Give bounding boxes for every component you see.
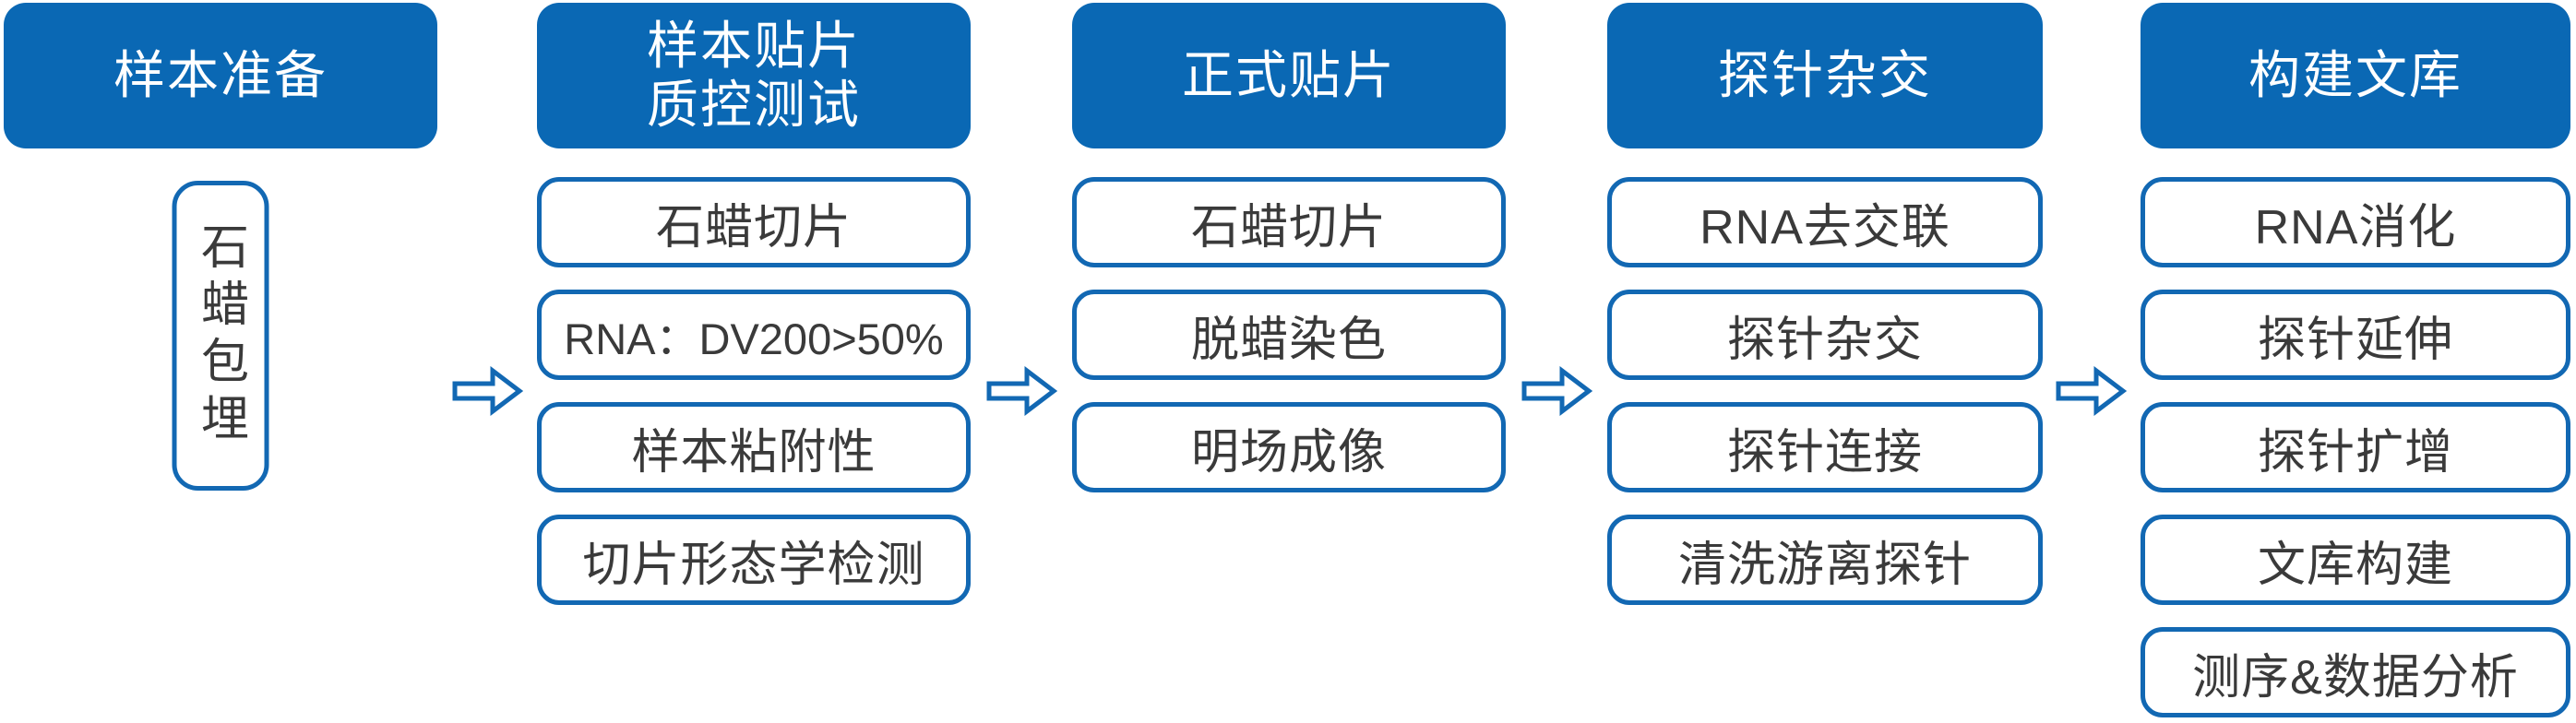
step-label: 探针延伸 (2257, 313, 2453, 367)
step-box: 切片形态学检测 (537, 515, 971, 605)
step-box: 探针扩增 (2141, 402, 2570, 492)
flow-arrow-right-icon (986, 366, 1057, 416)
step-label: 测序&数据分析 (2192, 650, 2519, 705)
step-box: 文库构建 (2141, 515, 2570, 605)
step-box: 探针连接 (1607, 402, 2043, 492)
flow-arrow-right-icon (1521, 366, 1592, 416)
step-box: 石蜡包埋 (172, 181, 269, 491)
step-box: 探针延伸 (2141, 290, 2570, 380)
step-label: 石蜡切片 (655, 200, 852, 255)
step-label: 探针杂交 (1726, 313, 1923, 367)
stage-column-sample-mount-qc: 样本贴片 质控测试 石蜡切片 RNA：DV200>50% 样本粘附性 切片形态学… (537, 0, 971, 723)
stage-column-sample-prep: 样本准备 石蜡包埋 (4, 0, 437, 723)
stage-column-library-construction: 构建文库 RNA消化 探针延伸 探针扩增 文库构建 测序&数据分析 (2141, 0, 2570, 723)
step-label: 探针连接 (1726, 425, 1923, 480)
stage-header: 构建文库 (2141, 3, 2570, 148)
stage-header-label-line2: 质控测试 (647, 76, 861, 134)
step-box: RNA去交联 (1607, 177, 2043, 267)
step-box: 清洗游离探针 (1607, 515, 2043, 605)
stage-header-label: 样本贴片 (647, 17, 861, 75)
stage-header: 样本准备 (4, 3, 437, 148)
step-box: RNA：DV200>50% (537, 290, 971, 380)
step-box: 石蜡切片 (1072, 177, 1506, 267)
step-box: 明场成像 (1072, 402, 1506, 492)
step-box: 石蜡切片 (537, 177, 971, 267)
stage-column-probe-hybridization: 探针杂交 RNA去交联 探针杂交 探针连接 清洗游离探针 (1607, 0, 2043, 723)
flow-arrow-right-icon (452, 366, 523, 416)
step-box: 测序&数据分析 (2141, 627, 2570, 717)
stage-header-label: 样本准备 (113, 46, 328, 104)
stage-header-label: 探针杂交 (1718, 46, 1932, 104)
stage-header: 探针杂交 (1607, 3, 2043, 148)
step-label: 样本粘附性 (631, 425, 877, 480)
step-box: RNA消化 (2141, 177, 2570, 267)
step-label: RNA：DV200>50% (564, 314, 944, 363)
stage-header: 样本贴片 质控测试 (537, 3, 971, 148)
step-label: RNA去交联 (1699, 200, 1950, 255)
step-box: 样本粘附性 (537, 402, 971, 492)
step-label: 脱蜡染色 (1190, 313, 1387, 367)
step-box: 脱蜡染色 (1072, 290, 1506, 380)
stage-column-formal-mount: 正式贴片 石蜡切片 脱蜡染色 明场成像 (1072, 0, 1506, 723)
stage-header-label: 构建文库 (2248, 46, 2463, 104)
step-label: 切片形态学检测 (582, 538, 925, 592)
step-label: 探针扩增 (2257, 425, 2453, 480)
flow-arrow-right-icon (2056, 366, 2127, 416)
step-label: 清洗游离探针 (1677, 538, 1972, 592)
step-label: 文库构建 (2257, 538, 2453, 592)
step-label: 明场成像 (1190, 425, 1387, 480)
step-label: 石蜡切片 (1190, 200, 1387, 255)
stage-header: 正式贴片 (1072, 3, 1506, 148)
step-box: 探针杂交 (1607, 290, 2043, 380)
step-label: 石蜡包埋 (193, 221, 247, 450)
stage-header-label: 正式贴片 (1182, 46, 1396, 104)
step-label: RNA消化 (2254, 200, 2457, 255)
